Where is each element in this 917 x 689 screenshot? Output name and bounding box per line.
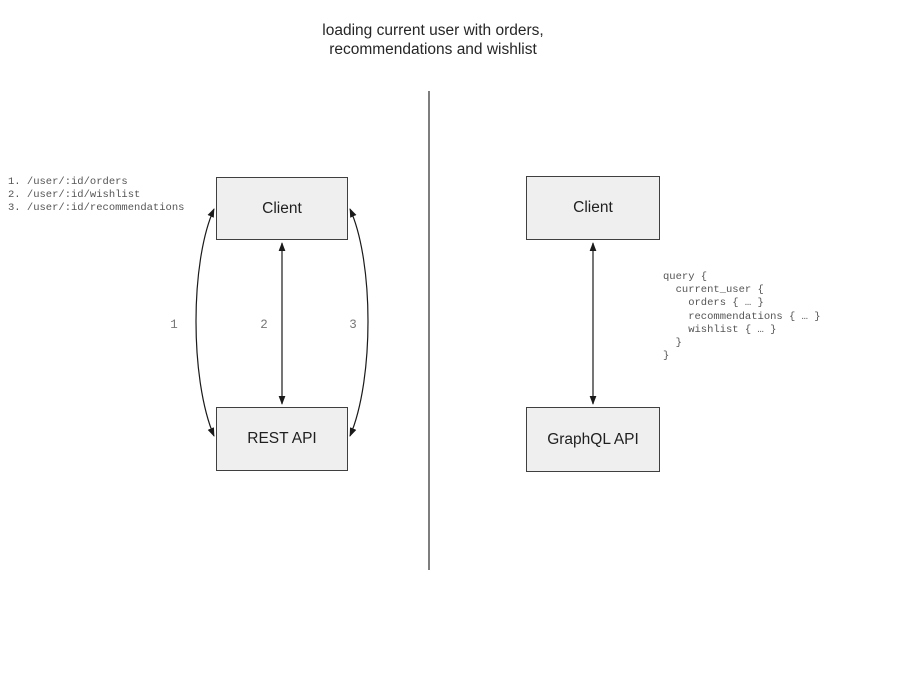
arrow-label-2: 2 [260, 318, 268, 332]
section-divider-line [428, 91, 430, 570]
graphql-query-snippet: query { current_user { orders { … } reco… [663, 271, 821, 363]
diagram-title: loading current user with orders, recomm… [322, 22, 544, 58]
arrow-label-3: 3 [349, 318, 357, 332]
graphql-api-node: GraphQL API [526, 407, 660, 472]
rest-endpoints-list: 1. /user/:id/orders 2. /user/:id/wishlis… [8, 176, 185, 215]
rest-arrow-1-curve [195, 208, 215, 437]
client-node-left: Client [216, 177, 348, 240]
arrow-label-1: 1 [170, 318, 178, 332]
rest-api-node: REST API [216, 407, 348, 471]
client-node-right: Client [526, 176, 660, 240]
rest-api-node-label: REST API [247, 430, 317, 447]
client-node-right-label: Client [573, 199, 613, 216]
graphql-api-node-label: GraphQL API [547, 430, 639, 448]
client-node-left-label: Client [262, 199, 302, 217]
